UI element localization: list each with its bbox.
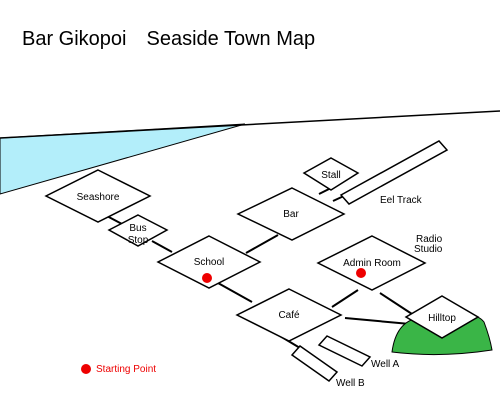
road-admin-hilltop <box>379 292 413 315</box>
eel-track-shape <box>339 140 449 205</box>
school-starting-point-dot <box>202 273 212 283</box>
location-bus-stop[interactable]: Bus Stop <box>107 214 169 247</box>
location-bar[interactable]: Bar <box>236 187 346 241</box>
stall-label: Stall <box>321 170 340 181</box>
seashore-shape <box>44 169 152 223</box>
starting-point-legend-icon <box>81 364 91 374</box>
legend-starting-point-label: Starting Point <box>96 364 156 375</box>
eel-track-label: Eel Track <box>380 195 423 206</box>
radio-studio-label-line2: Studio <box>414 244 443 255</box>
well-b-shape <box>290 345 339 382</box>
location-hilltop[interactable]: Hilltop <box>404 295 480 339</box>
road-school-bar <box>245 234 279 254</box>
admin-room-shape <box>316 235 427 291</box>
location-eel-track[interactable]: Eel Track <box>339 140 449 206</box>
bar-shape <box>236 187 346 241</box>
location-school[interactable]: School <box>156 235 262 289</box>
radio-studio-label-line1: Radio <box>416 234 443 245</box>
bus-stop-label-line1: Bus <box>129 223 146 234</box>
well-b-label: Well B <box>336 378 365 389</box>
school-label: School <box>194 257 225 268</box>
hilltop-shape <box>404 295 480 339</box>
admin-room-starting-point-dot <box>356 268 366 278</box>
road-busstop-school <box>151 240 173 253</box>
stall-shape <box>302 157 360 191</box>
coastline-road <box>0 110 500 139</box>
cafe-label: Café <box>278 310 300 321</box>
road-cafe-admin <box>331 289 359 308</box>
location-admin-room[interactable]: Admin Room <box>316 235 427 291</box>
location-seashore[interactable]: Seashore <box>44 169 152 223</box>
map-title: Bar Gikopoi Seaside Town Map <box>22 28 315 50</box>
school-shape <box>156 235 262 289</box>
hilltop-label: Hilltop <box>428 313 456 324</box>
bus-stop-label-line2: Stop <box>128 235 149 246</box>
bar-label: Bar <box>283 209 299 220</box>
cafe-shape <box>235 288 343 342</box>
seashore-label: Seashore <box>77 192 120 203</box>
location-stall[interactable]: Stall <box>302 157 360 191</box>
admin-room-label: Admin Room <box>343 258 401 269</box>
bus-stop-shape <box>107 214 169 247</box>
location-well-a[interactable]: Well A <box>317 335 399 370</box>
road-cafe-hilltop <box>344 317 411 325</box>
road-school-cafe <box>217 282 253 303</box>
well-a-shape <box>317 335 372 367</box>
legend: Starting Point <box>81 364 156 375</box>
location-well-b[interactable]: Well B <box>290 345 365 389</box>
well-a-label: Well A <box>371 359 399 370</box>
location-cafe[interactable]: Café <box>235 288 343 342</box>
